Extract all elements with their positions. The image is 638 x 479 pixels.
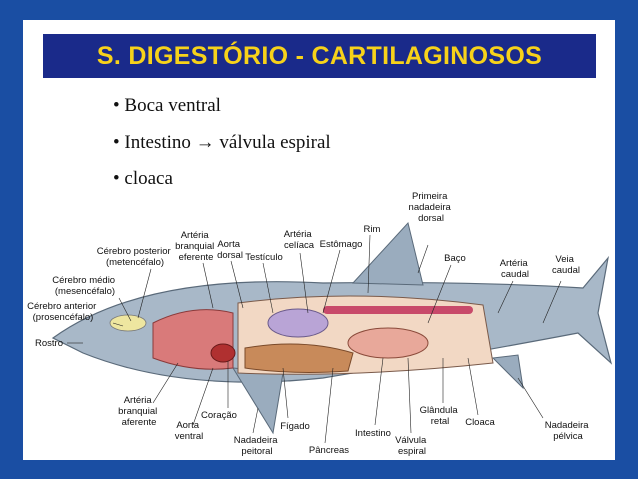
label-arteria-branquial-eferente: Artéria branquial eferente [175, 230, 217, 263]
label-estomago: Estômago [320, 239, 363, 250]
label-veia-caudal: Veia caudal [552, 254, 580, 276]
title-bar: S. DIGESTÓRIO - CARTILAGINOSOS [43, 34, 596, 78]
label-rostro: Rostro [35, 338, 63, 349]
slide-title: S. DIGESTÓRIO - CARTILAGINOSOS [96, 41, 543, 70]
bullet-boca-ventral: • Boca ventral [113, 95, 221, 116]
label-arteria-caudal: Artéria caudal [500, 258, 531, 280]
heart [210, 343, 236, 363]
label-baco: Baço [444, 253, 466, 264]
liver [244, 343, 354, 373]
pectoral-fin [232, 367, 284, 435]
intestine [347, 327, 429, 359]
bullet-intestino: • Intestino → válvula espiral [113, 132, 331, 153]
label-primeira-nadadeira-dorsal: Primeira nadadeira dorsal [409, 191, 454, 224]
label-arteria-branquial-aferente: Artéria branquial aferente [118, 395, 160, 428]
pelvic-fin [491, 354, 524, 390]
label-rim: Rim [364, 224, 381, 235]
label-testiculo: Testículo [245, 252, 283, 263]
label-intestino: Intestino [355, 428, 391, 439]
bullet-cloaca: • cloaca [113, 168, 173, 189]
stomach [267, 308, 329, 338]
label-glandula-retal: Glândula retal [420, 405, 461, 427]
label-figado: Fígado [280, 421, 310, 432]
shark-anatomy-diagram: Primeira nadadeira dorsal Rim Artéria ce… [27, 191, 613, 457]
label-cerebro-medio: Cérebro médio (mesencéfalo) [52, 275, 117, 297]
label-arteria-celiaca: Artéria celíaca [284, 229, 315, 251]
dorsal-fin [351, 221, 424, 286]
label-cerebro-anterior: Cérebro anterior (prosencéfalo) [27, 301, 99, 323]
slide: S. DIGESTÓRIO - CARTILAGINOSOS • Boca ve… [23, 20, 615, 460]
label-aorta-ventral: Aorta ventral [175, 420, 204, 442]
brain [109, 314, 147, 332]
kidney [323, 306, 473, 314]
label-pancreas: Pâncreas [309, 445, 349, 456]
label-nadadeira-pelvica: Nadadeira pélvica [545, 420, 591, 442]
label-nadadeira-peitoral: Nadadeira peitoral [234, 435, 280, 457]
label-cerebro-posterior: Cérebro posterior (metencéfalo) [97, 246, 174, 268]
label-cloaca: Cloaca [465, 417, 495, 428]
label-valvula-espiral: Válvula espiral [395, 435, 429, 457]
label-coracao: Coração [201, 410, 237, 421]
label-aorta-dorsal: Aorta dorsal [217, 239, 243, 261]
